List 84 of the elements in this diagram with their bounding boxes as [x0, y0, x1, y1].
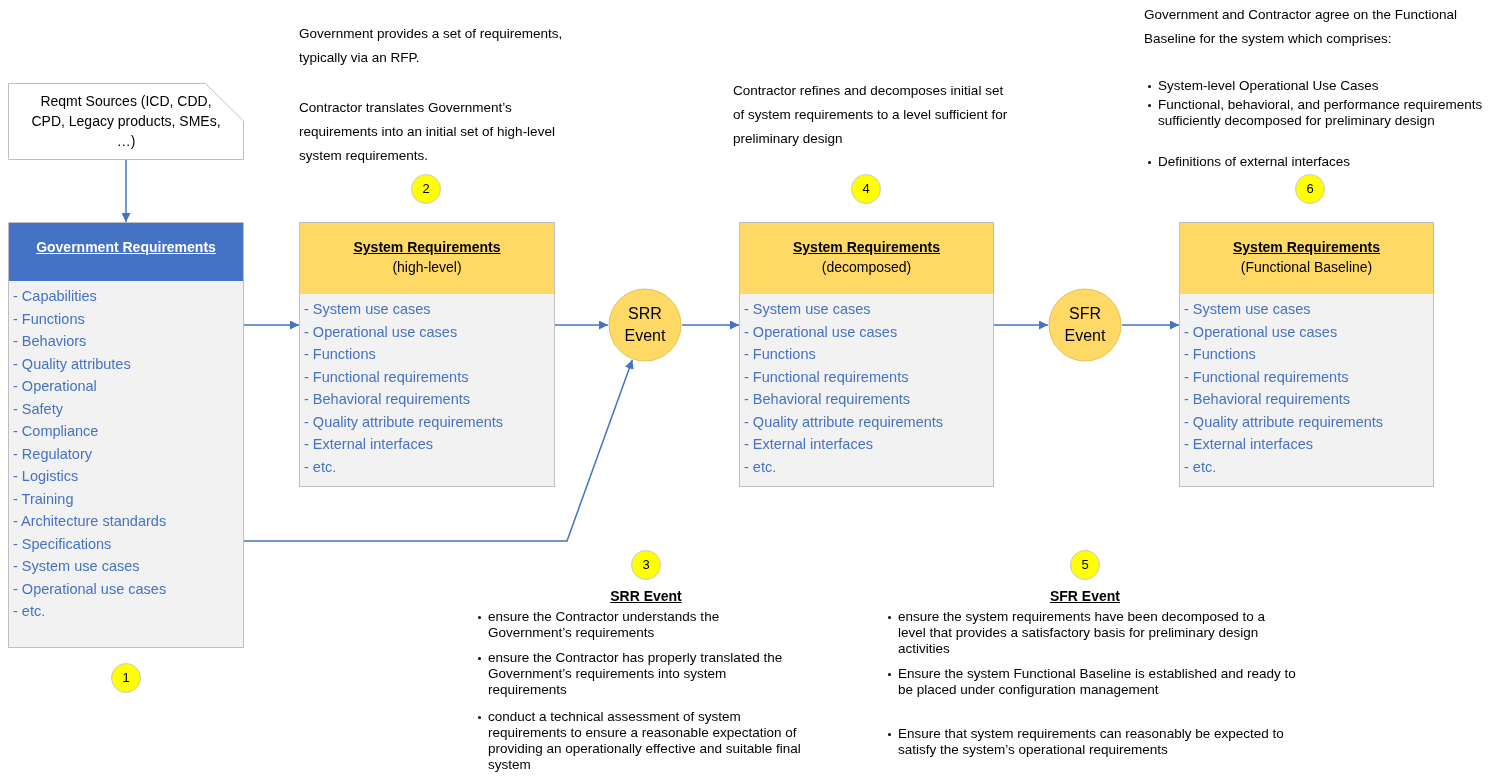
arrow	[243, 359, 634, 542]
list-item: - etc.	[743, 457, 778, 477]
list-item: - etc.	[1183, 457, 1218, 477]
callout-number: 6	[1295, 174, 1325, 204]
arrow	[993, 320, 1049, 330]
callout-number: 3	[631, 550, 661, 580]
list-item: - Specifications	[12, 534, 113, 554]
list-item: - Behavioral requirements	[303, 390, 472, 409]
list-item: - etc.	[303, 457, 338, 477]
bullet-item: ensure the Contractor understands the Government’s requirements	[476, 609, 806, 641]
bullet-item: ensure the Contractor has properly translated the Government’s requirements into system requirements	[476, 650, 806, 698]
list-item: - External interfaces	[743, 435, 874, 454]
box-title: System Requirements	[1231, 238, 1382, 257]
box-title: System Requirements	[791, 238, 942, 257]
list-item: - Regulatory	[12, 444, 93, 464]
box-subtitle: (high-level)	[391, 258, 463, 277]
annotation-text: Government and Contractor agree on the Functional Baseline for the system which comprises:	[1144, 6, 1458, 48]
list-item: - System use cases	[12, 557, 141, 576]
note-box	[8, 83, 244, 160]
annotation-text: Government provides a set of requirements, typically via an RFP.	[299, 25, 564, 67]
event-label: SFR Event	[1063, 304, 1107, 346]
list-item: - Operational use cases	[1183, 322, 1339, 342]
bullet-item: conduct a technical assessment of system requirements to ensure a reasonable expectation of providing an operationally effective and suitable final system	[476, 709, 806, 773]
list-item: - System use cases	[1183, 300, 1312, 319]
bullet-item: Definitions of external interfaces	[1146, 154, 1486, 170]
list-item: - Quality attribute requirements	[303, 412, 505, 432]
bullet-item: Functional, behavioral, and performance requirements sufficiently decomposed for preliminary design	[1146, 97, 1486, 129]
bullet-item: Ensure the system Functional Baseline is established and ready to be placed under configuration management	[886, 666, 1296, 698]
event-circle	[1048, 288, 1122, 362]
bullet-item: Ensure that system requirements can reasonably be expected to satisfy the system’s operational requirements	[886, 726, 1296, 758]
callout-number: 5	[1070, 550, 1100, 580]
list-item: - Operational use cases	[743, 322, 899, 342]
list-item: - Functional requirements	[1183, 367, 1350, 387]
list-item: - Operational	[12, 377, 98, 396]
list-item: - Logistics	[12, 467, 80, 486]
box-subtitle: (Functional Baseline)	[1239, 258, 1374, 277]
bullet-item: System-level Operational Use Cases	[1146, 78, 1486, 94]
annotation-text: Contractor translates Government’s requirements into an initial set of high-level system requirements.	[299, 99, 556, 165]
list-item: - Quality attribute requirements	[743, 412, 945, 432]
requirements-box	[8, 222, 244, 648]
box-title: System Requirements	[352, 238, 502, 257]
bullet-item: ensure the system requirements have been decomposed to a level that provides a satisfactory basis for preliminary design activities	[886, 609, 1296, 657]
list-item: - etc.	[12, 602, 47, 621]
list-item: - Safety	[12, 399, 64, 419]
callout-number: 2	[411, 174, 441, 204]
list-item: - Functions	[12, 309, 86, 329]
arrow	[1121, 320, 1180, 330]
arrow	[121, 159, 131, 223]
callout-number: 4	[851, 174, 881, 204]
list-item: - Architecture standards	[12, 512, 168, 531]
requirements-box	[299, 222, 555, 487]
list-item: - System use cases	[303, 300, 432, 319]
callout-number: 1	[111, 663, 141, 693]
list-item: - Operational use cases	[303, 322, 459, 342]
list-item: - Functional requirements	[303, 367, 470, 387]
box-subtitle: (decomposed)	[820, 258, 913, 277]
list-item: - Behavioral requirements	[743, 390, 912, 409]
list-item: - Quality attributes	[12, 354, 132, 374]
box-title: Government Requirements	[35, 238, 217, 257]
requirements-box	[1179, 222, 1434, 487]
list-item: - Functions	[303, 345, 377, 364]
list-item: - Capabilities	[12, 287, 98, 306]
list-item: - Training	[12, 489, 75, 509]
arrow	[554, 320, 609, 330]
list-item: - Operational use cases	[12, 579, 168, 599]
list-item: - External interfaces	[1183, 435, 1314, 454]
list-item: - External interfaces	[303, 435, 434, 454]
arrow	[243, 320, 300, 330]
event-heading: SFR Event	[1049, 587, 1121, 605]
list-item: - Functions	[1183, 345, 1257, 364]
list-item: - Quality attribute requirements	[1183, 412, 1385, 432]
arrow	[681, 320, 740, 330]
list-item: - Behavioral requirements	[1183, 390, 1352, 409]
event-label: SRR Event	[623, 304, 667, 346]
event-circle	[608, 288, 682, 362]
list-item: - System use cases	[743, 300, 872, 319]
list-item: - Behaviors	[12, 332, 88, 351]
event-heading: SRR Event	[609, 587, 683, 605]
annotation-text: Contractor refines and decomposes initial set of system requirements to a level sufficient for preliminary design	[733, 82, 1009, 148]
requirements-box	[739, 222, 994, 487]
list-item: - Compliance	[12, 422, 100, 441]
list-item: - Functions	[743, 345, 817, 364]
note-text: Reqmt Sources (ICD, CDD, CPD, Legacy products, SMEs, …)	[31, 93, 221, 149]
list-item: - Functional requirements	[743, 367, 910, 387]
